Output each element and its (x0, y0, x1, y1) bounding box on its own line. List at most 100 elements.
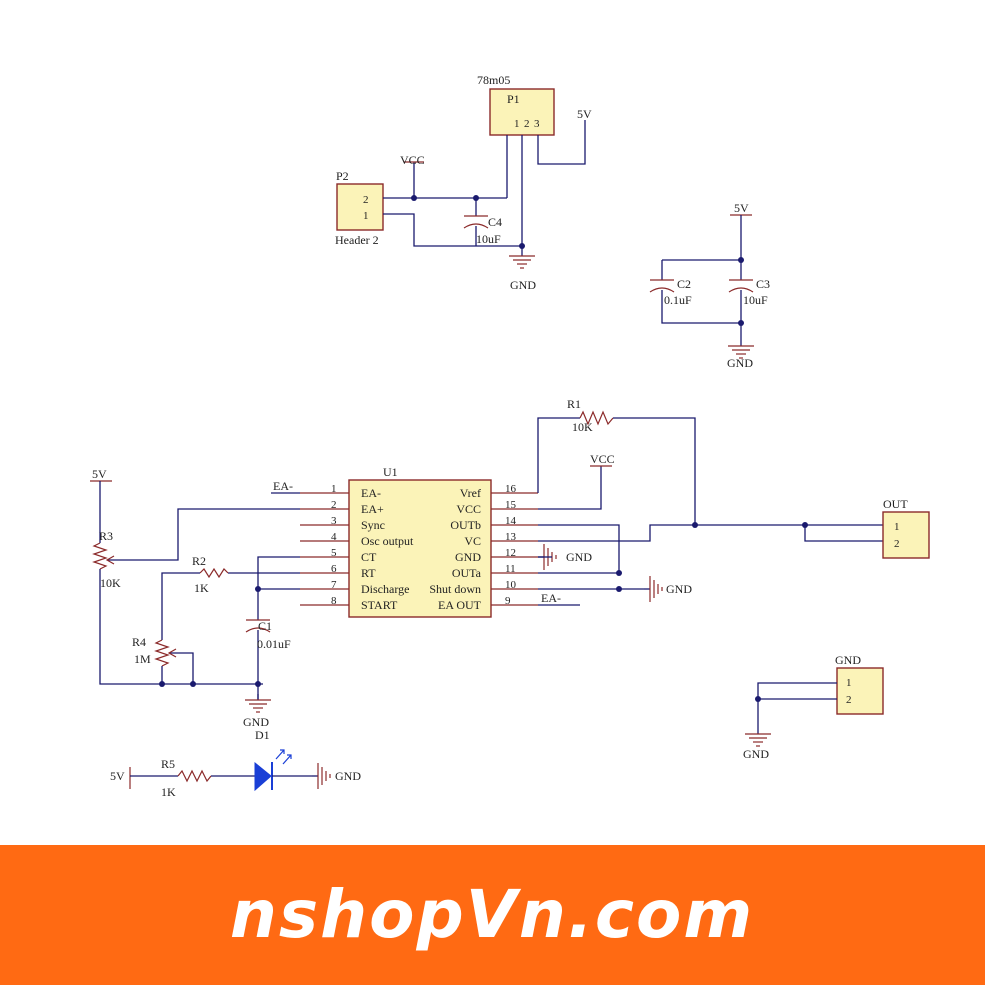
header-pin-2: 2 (363, 194, 369, 206)
net-gnd-pin10: GND (666, 582, 692, 596)
u1-pin6-name: RT (361, 566, 376, 580)
header-pin-1: 1 (363, 210, 369, 222)
r2-value: 1K (194, 581, 209, 595)
c4-value: 10uF (476, 232, 501, 246)
c3-value: 10uF (743, 293, 768, 307)
u1-pin13-name: VC (464, 534, 481, 548)
bypass-capacitors: 5V C2 0.1uF C3 10uF GND (649, 201, 770, 370)
u1-pin1-num: 1 (331, 483, 337, 495)
u1-pin8-name: START (361, 598, 398, 612)
u1-pin12-num: 12 (505, 547, 516, 559)
net-5v-regulator: 5V (577, 107, 592, 121)
net-5v-bypass: 5V (734, 201, 749, 215)
gnd-label-conn: GND (743, 747, 769, 761)
regulator-pin-1: 1 (514, 118, 520, 130)
net-vcc-header: VCC (400, 153, 425, 167)
potentiometer-r3: 5V R3 10K (90, 467, 300, 685)
u1-pin15-name: VCC (456, 502, 481, 516)
r1-ref: R1 (567, 397, 581, 411)
u1-pin5-name: CT (361, 550, 377, 564)
gnd-label-bypass: GND (727, 356, 753, 370)
gnd-label-c4: GND (510, 278, 536, 292)
regulator-78m05: 78m05 P1 1 2 3 5V (477, 73, 592, 250)
out-body (882, 511, 930, 559)
u1-pin10-name: Shut down (429, 582, 481, 596)
net-ea-minus-in: EA- (273, 479, 293, 493)
d1-ref: D1 (255, 728, 270, 742)
u1-pin3-num: 3 (331, 515, 337, 527)
u1-pin6-num: 6 (331, 563, 337, 575)
brand-banner: nshopVn.com (0, 845, 985, 985)
gnd-conn-pin-2: 2 (846, 694, 852, 706)
u1-pin2-name: EA+ (361, 502, 384, 516)
u1-pin8-num: 8 (331, 595, 337, 607)
out-pin-1: 1 (894, 521, 900, 533)
net-5v-led: 5V (110, 769, 125, 783)
u1-pin16-num: 16 (505, 483, 517, 495)
regulator-pin-2: 2 (524, 118, 530, 130)
r2-ref: R2 (192, 554, 206, 568)
net-vcc-u1: VCC (590, 452, 615, 466)
r1-value: 10K (572, 420, 593, 434)
c2-ref: C2 (677, 277, 691, 291)
c1-value: 0.01uF (257, 637, 291, 651)
u1-pin14-name: OUTb (450, 518, 481, 532)
u1-pin14-num: 14 (505, 515, 517, 527)
u1-pin9-num: 9 (505, 595, 511, 607)
u1-pin9-name: EA OUT (438, 598, 482, 612)
gnd-conn-body (836, 667, 884, 715)
gnd-conn-pin-1: 1 (846, 677, 852, 689)
gnd-label-led: GND (335, 769, 361, 783)
resistor-r2: R2 1K (161, 554, 300, 640)
u1-pin4-name: Osc output (361, 534, 414, 548)
capacitor-c1: C1 0.01uF GND (243, 556, 300, 729)
net-gnd-pin12: GND (566, 550, 592, 564)
u1-pin7-num: 7 (331, 579, 337, 591)
u1-pin2-num: 2 (331, 499, 337, 511)
connector-gnd: GND 1 2 GND (743, 653, 884, 761)
header-body (336, 183, 384, 231)
u1-pin12-name: GND (455, 550, 481, 564)
regulator-part-label: 78m05 (477, 73, 510, 87)
r4-ref: R4 (132, 635, 146, 649)
u1-pin4-num: 4 (331, 531, 337, 543)
r3-ref: R3 (99, 529, 113, 543)
u1-left-pins: 1 2 3 4 5 6 7 8 EA- EA+ Sync Osc output … (300, 483, 414, 612)
regulator-pin-3: 3 (534, 118, 540, 130)
u1-right-pins: 16 15 14 13 12 11 10 9 Vref VCC OUTb VC … (429, 483, 538, 612)
resistor-r1: R1 10K (537, 397, 696, 525)
gnd-label-c1: GND (243, 715, 269, 729)
header-ref: P2 (336, 169, 349, 183)
u1-pin11-num: 11 (505, 563, 516, 575)
brand-logo: nshopVn.com (230, 876, 754, 953)
gnd-conn-ref: GND (835, 653, 861, 667)
c4-ref: C4 (488, 215, 502, 229)
regulator-body (489, 88, 555, 136)
connector-out: OUT 1 2 (882, 497, 930, 559)
brand-text: nshopVn.com (230, 876, 754, 953)
u1-pin11-name: OUTa (452, 566, 482, 580)
out-ref: OUT (883, 497, 908, 511)
led-indicator: 5V GND D1 R5 1K (110, 728, 361, 799)
c2-value: 0.1uF (664, 293, 692, 307)
r5-ref: R5 (161, 757, 175, 771)
u1-ref: U1 (383, 465, 398, 479)
u1-body (348, 479, 492, 618)
circuit-schematic: 78m05 P1 1 2 3 5V P2 2 1 Header 2 VCC C4… (90, 73, 930, 799)
net-5v-r3: 5V (92, 467, 107, 481)
regulator-ref: P1 (507, 92, 520, 106)
led-diode-symbol (254, 761, 272, 792)
chip-u1: U1 1 2 3 4 5 6 7 8 EA- EA+ Sync Osc outp… (300, 465, 538, 618)
u1-pin7-name: Discharge (361, 582, 409, 596)
u1-pin10-num: 10 (505, 579, 517, 591)
potentiometer-r4: R4 1M (132, 635, 196, 687)
c3-ref: C3 (756, 277, 770, 291)
u1-pin13-num: 13 (505, 531, 517, 543)
u1-pin16-name: Vref (460, 486, 481, 500)
header-name: Header 2 (335, 233, 379, 247)
net-ea-minus-out: EA- (541, 591, 561, 605)
u1-pin15-num: 15 (505, 499, 517, 511)
u1-pin1-name: EA- (361, 486, 381, 500)
r4-value: 1M (134, 652, 151, 666)
header-p2: P2 2 1 Header 2 VCC (335, 153, 525, 249)
